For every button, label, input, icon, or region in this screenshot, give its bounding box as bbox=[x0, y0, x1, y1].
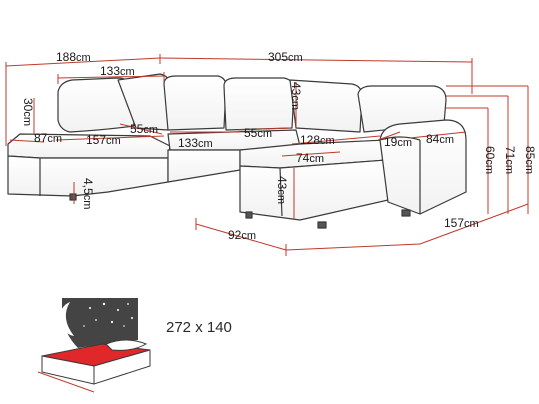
dim-depth-left: 87cm bbox=[34, 131, 63, 145]
dim-leg-height: 4,5cm bbox=[81, 178, 95, 210]
dim-seat-width-right: 128cm bbox=[300, 133, 335, 147]
dimension-lines bbox=[5, 54, 529, 256]
right-armrest bbox=[379, 119, 467, 215]
middle-back-cushion bbox=[163, 75, 227, 131]
dim-armrest-width: 19cm bbox=[384, 135, 413, 149]
dim-height-total: 85cm bbox=[523, 146, 537, 175]
dim-chaise-length-left: 157cm bbox=[86, 133, 121, 147]
leg-mid bbox=[245, 211, 253, 219]
sofa-outline bbox=[7, 73, 467, 229]
dim-seat-height: 43cm bbox=[275, 176, 289, 205]
leg-right-front bbox=[317, 221, 327, 229]
dim-height-seat-right: 60cm bbox=[483, 146, 497, 175]
dim-width-back-left: 133cm bbox=[100, 64, 135, 78]
dim-seat-depth-mid: 55cm bbox=[244, 126, 273, 140]
pillow bbox=[105, 339, 148, 351]
leg-left bbox=[69, 193, 77, 201]
dim-width-left: 188cm bbox=[56, 50, 91, 64]
middle-seat-front bbox=[167, 149, 241, 183]
leg-right-arm bbox=[401, 209, 411, 217]
middle-back-cushion-2 bbox=[223, 77, 295, 131]
stars bbox=[83, 302, 133, 327]
dim-depth-right: 84cm bbox=[426, 132, 455, 146]
sleeping-area-size: 272 x 140 bbox=[166, 319, 232, 336]
dim-height-arm-right: 71cm bbox=[503, 146, 517, 175]
dim-back-height: 43cm bbox=[289, 82, 303, 111]
right-chaise-body bbox=[239, 159, 389, 221]
dim-depth-total-right: 157cm bbox=[444, 216, 479, 230]
dim-chaise-front: 92cm bbox=[228, 228, 257, 242]
dim-seat-depth-left: 55cm bbox=[130, 122, 159, 136]
dim-chaise-width-right: 74cm bbox=[296, 151, 325, 165]
dim-seat-width-mid: 133cm bbox=[178, 136, 213, 150]
night-sky bbox=[62, 298, 138, 348]
moon-icon bbox=[60, 302, 74, 336]
left-back-cushion bbox=[57, 77, 135, 133]
dim-armrest-height-left: 30cm bbox=[21, 98, 35, 127]
left-chaise-body bbox=[7, 155, 169, 197]
dim-width-total: 305cm bbox=[268, 50, 303, 64]
right-back-cushion bbox=[357, 85, 447, 133]
sleeping-function-icon bbox=[37, 298, 151, 393]
